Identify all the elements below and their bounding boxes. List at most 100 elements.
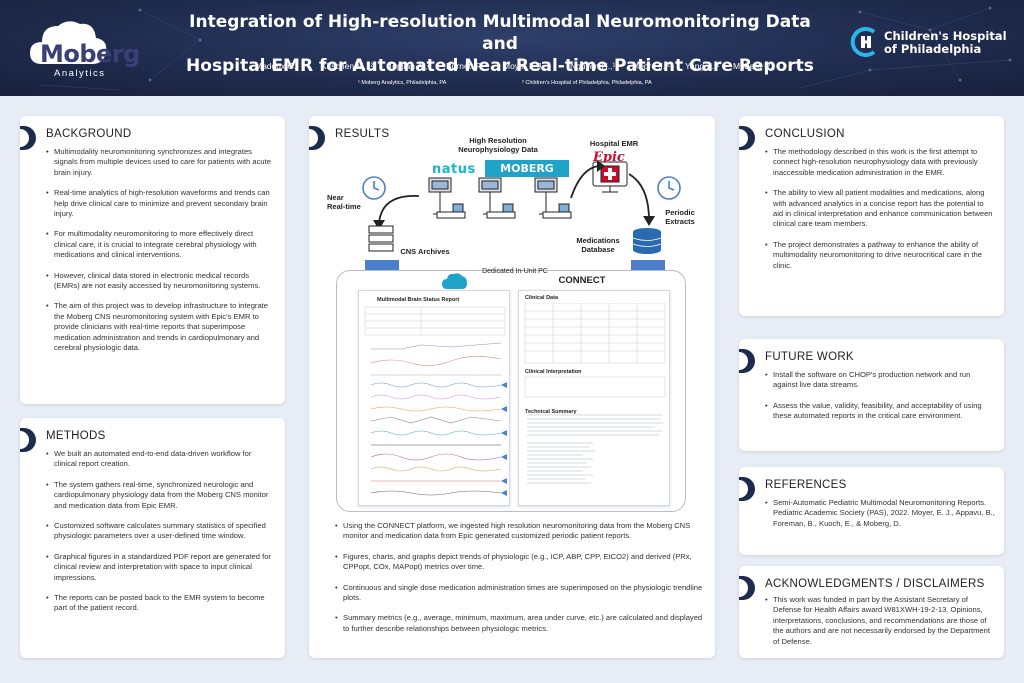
author: Moore J.,¹ (632, 61, 671, 71)
chop-c-icon (850, 27, 876, 57)
future-work-heading: FUTURE WORK (765, 351, 854, 363)
list-item: Continuous and single dose medication ad… (335, 583, 707, 604)
monitor-bed-icons (428, 177, 572, 219)
list-item: Figures, charts, and graphs depict trend… (335, 552, 707, 573)
list-item: Summary metrics (e.g., average, minimum,… (335, 613, 707, 634)
periodic-extracts-label: Periodic Extracts (660, 208, 700, 226)
report-trend-plots (364, 306, 507, 496)
references-heading: REFERENCES (765, 479, 847, 491)
list-item: The aim of this project was to develop i… (46, 301, 276, 353)
acknowledgments-heading: ACKNOWLEDGMENTS / DISCLAIMERS (765, 578, 985, 590)
list-item: This work was funded in part by the Assi… (765, 595, 995, 647)
list-item: Assess the value, validity, feasibility,… (765, 401, 995, 422)
references-panel: REFERENCES Semi-Automatic Pediatric Mult… (739, 467, 1004, 555)
poster-title: Integration of High-resolution Multimoda… (175, 11, 825, 77)
connect-label: CONNECT (558, 275, 606, 286)
section-tab-marker (739, 349, 755, 373)
background-panel: BACKGROUND Multimodality neuromonitoring… (20, 116, 285, 404)
report-tables (524, 303, 666, 484)
list-item: The project demonstrates a pathway to en… (765, 240, 995, 271)
author: Kirschen M., ² (321, 61, 374, 71)
author: Yang Z.,¹ (685, 61, 720, 71)
references-list: Semi-Automatic Pediatric Multimodal Neur… (765, 498, 995, 539)
list-item: Graphical figures in a standardized PDF … (46, 552, 276, 583)
hr-neurophysiology-label: High Resolution Neurophysiology Data (433, 136, 563, 154)
report-page-clinical-data: Clinical Data Clinical Interpretation Te… (518, 290, 670, 506)
chop-name-line-2: of Philadelphia (884, 42, 982, 56)
background-heading: BACKGROUND (46, 128, 132, 140)
list-item: Using the CONNECT platform, we ingested … (335, 521, 707, 542)
author: Moberg R., ¹ (733, 61, 781, 71)
author: Maddux C., ¹ (255, 61, 304, 71)
workflow-diagram (356, 160, 681, 276)
section-tab-marker (309, 126, 325, 150)
methods-heading: METHODS (46, 430, 106, 442)
med-db-line-1: Medications (576, 236, 620, 245)
author: Moyer E.J., ¹ (503, 61, 552, 71)
hr-label-line-2: Neurophysiology Data (458, 145, 538, 154)
conclusion-panel: CONCLUSION The methodology described in … (739, 116, 1004, 316)
natus-logo: natus (432, 162, 476, 177)
medications-database-label: Medications Database (570, 236, 626, 254)
report-title: Multimodal Brain Status Report (377, 297, 460, 303)
analytics-logo-subtitle: Analytics (54, 68, 106, 79)
acknowledgments-panel: ACKNOWLEDGMENTS / DISCLAIMERS This work … (739, 566, 1004, 658)
section-tab-marker (739, 126, 755, 150)
near-line-1: Near (327, 193, 344, 202)
moberg-logo-word: Moberg (40, 40, 140, 68)
epic-logo: Epic (593, 150, 625, 165)
acknowledgments-list: This work was funded in part by the Assi… (765, 595, 995, 657)
section-tab-marker (739, 477, 755, 501)
clinical-data-heading: Clinical Data (525, 295, 559, 301)
conclusion-heading: CONCLUSION (765, 128, 845, 140)
clinical-interpretation-heading: Clinical Interpretation (525, 369, 582, 375)
med-db-line-2: Database (581, 245, 615, 254)
list-item: Customized software calculates summary s… (46, 521, 276, 542)
hospital-emr-label: Hospital EMR (589, 139, 639, 148)
methods-panel: METHODS We built an automated end-to-end… (20, 418, 285, 658)
chop-logo-name: Children's Hospital of Philadelphia (884, 30, 1007, 56)
dedicated-pc-label: Dedicated In-Unit PC (482, 268, 548, 275)
list-item: The system gathers real-time, synchroniz… (46, 480, 276, 511)
cloud-icon (30, 21, 107, 64)
list-item: Semi-Automatic Pediatric Multimodal Neur… (765, 498, 995, 529)
server-icon (368, 225, 394, 252)
chop-name-line-1: Children's Hospital (884, 29, 1007, 43)
future-work-list: Install the software on CHOP's productio… (765, 370, 995, 432)
results-heading: RESULTS (335, 128, 390, 140)
affiliation-2: ² Children's Hospital of Philadelphia, P… (522, 80, 652, 86)
periodic-line-1: Periodic (665, 208, 695, 217)
title-line-2: Hospital EMR for Automated Near Real-tim… (186, 56, 814, 76)
conclusion-list: The methodology described in this work i… (765, 147, 995, 281)
chop-logo: Children's Hospital of Philadelphia (848, 26, 1008, 60)
author-list: Maddux C., ¹ Kirschen M., ² Topjian A.,²… (245, 61, 805, 75)
author: Burnett R.² (446, 61, 488, 71)
moberg-small-logo (442, 273, 467, 289)
clock-icon (362, 176, 386, 200)
future-work-panel: FUTURE WORK Install the software on CHOP… (739, 339, 1004, 451)
moberg-badge: MOBERG (485, 160, 569, 177)
near-real-time-label: Near Real-time (327, 193, 367, 211)
technical-summary-heading: Technical Summary (525, 409, 577, 415)
network-background-graphic (39, 6, 1012, 91)
section-tab-marker (20, 126, 36, 150)
list-item: The methodology described in this work i… (765, 147, 995, 178)
list-item: Multimodality neuromonitoring synchroniz… (46, 147, 276, 178)
database-icon (632, 228, 662, 254)
cns-archives-label: CNS Archives (400, 247, 450, 256)
poster-header: Moberg Analytics Integration of High-res… (0, 0, 1024, 96)
author: Nguyen H.,¹ (570, 61, 616, 71)
list-item: For multimodality neuromonitoring to mor… (46, 229, 276, 260)
background-list: Multimodality neuromonitoring synchroniz… (46, 147, 276, 364)
list-item: Install the software on CHOP's productio… (765, 370, 995, 391)
list-item: The reports can be posted back to the EM… (46, 593, 276, 614)
near-line-2: Real-time (327, 202, 361, 211)
list-item: We built an automated end-to-end data-dr… (46, 449, 276, 470)
title-line-1: Integration of High-resolution Multimoda… (189, 12, 811, 54)
list-item: The ability to view all patient modaliti… (765, 188, 995, 230)
list-item: However, clinical data stored in electro… (46, 271, 276, 292)
section-tab-marker (20, 428, 36, 452)
report-page-brain-status: Multimodal Brain Status Report (358, 290, 510, 506)
periodic-line-2: Extracts (665, 217, 695, 226)
methods-list: We built an automated end-to-end data-dr… (46, 449, 276, 624)
